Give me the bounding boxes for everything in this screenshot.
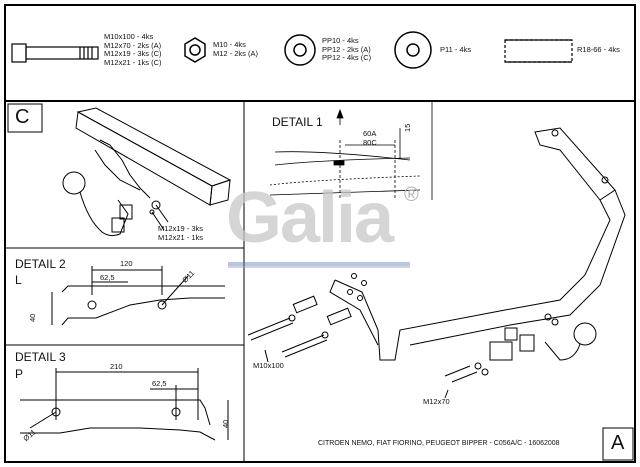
panel-a-letter: A [611, 432, 625, 454]
detail3-variant: P [15, 367, 24, 381]
nut-label-list: M10 - 4ks M12 - 2ks (A) [213, 40, 259, 58]
bolt-label-4: M12x21 - 1ks (C) [104, 57, 162, 67]
bolt-label-2: M12x70 - 2ks (A) [104, 40, 162, 50]
nut-label-1: M10 - 4ks [213, 40, 246, 49]
detail3-title: DETAIL 3 [15, 350, 66, 364]
bolt-label-1: M10x100 - 4ks [104, 32, 154, 41]
detail1-dim-60a: 60A [363, 129, 377, 138]
detail3-dim-210: 210 [110, 362, 123, 371]
detail1-dim-80c: 80C [363, 138, 377, 147]
watermark-mark: ® [404, 184, 419, 206]
detail3-drawing [20, 368, 229, 441]
spacer-label: R18-66 - 4ks [577, 45, 620, 54]
detail3-dim-40: 40 [221, 419, 230, 428]
washer-p-label: P11 - 4ks [440, 45, 472, 54]
detail1-title: DETAIL 1 [272, 115, 323, 129]
drawing-frame [4, 100, 636, 463]
detail1-dim-15: 15 [403, 123, 412, 132]
detail2-title: DETAIL 2 [15, 257, 66, 271]
detail3-dim-62-5: 62,5 [152, 379, 167, 388]
detail2-dim-40: 40 [28, 313, 37, 322]
washer-pp-label-1: PP10 - 4ks [322, 36, 359, 45]
washer-pp-label-list: PP10 - 4ks PP12 - 2ks (A) PP12 - 4ks (C) [322, 36, 372, 63]
detail1-drawing [269, 108, 421, 200]
washer-pp-label-2: PP12 - 2ks (A) [322, 44, 371, 54]
spacer-tube-icon [504, 39, 573, 63]
main-caption: CITROEN NEMO, FIAT FIORINO, PEUGEOT BIPP… [318, 440, 560, 447]
detail2-dim-62-5: 62,5 [100, 273, 115, 282]
detail2-drawing [51, 266, 225, 326]
main-assembly-drawing [247, 127, 626, 399]
bolt-label-list: M10x100 - 4ks M12x70 - 2ks (A) M12x19 - … [104, 32, 162, 67]
panel-c-label-1: M12x19 - 3ks [158, 224, 204, 233]
nut-icon [184, 37, 206, 63]
detail2-variant: L [15, 273, 22, 287]
panel-c-label-2: M12x21 - 1ks [158, 233, 204, 242]
main-bolt-label-m12: M12x70 [423, 397, 450, 406]
bolt-icon [11, 43, 99, 63]
galia-watermark [228, 262, 410, 268]
washer-p-icon [394, 31, 432, 69]
hitch-body-drawing [62, 107, 232, 237]
nut-label-2: M12 - 2ks (A) [213, 48, 259, 58]
watermark-brand: Galia [226, 178, 394, 258]
detail2-dim-120: 120 [120, 259, 133, 268]
washer-pp-icon [284, 34, 316, 66]
washer-pp-label-3: PP12 - 4ks (C) [322, 53, 372, 62]
bolt-label-3: M12x19 - 3ks (C) [104, 49, 162, 58]
panel-c-letter: C [15, 106, 30, 128]
main-bolt-label-m10: M10x100 [253, 361, 284, 370]
